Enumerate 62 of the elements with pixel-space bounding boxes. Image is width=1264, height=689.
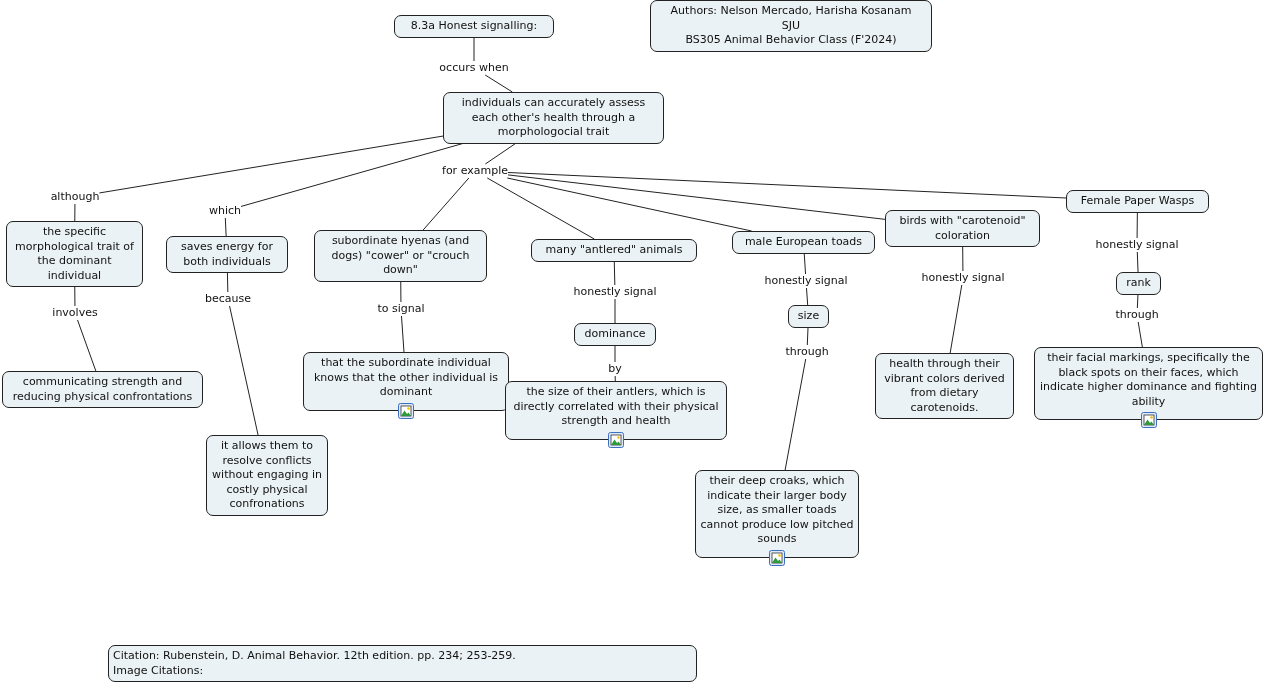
connector-line xyxy=(784,358,807,471)
connector-line xyxy=(484,74,513,93)
connector-line xyxy=(507,174,886,220)
connector-line xyxy=(240,143,464,207)
concept-box: male European toads xyxy=(732,231,875,254)
connector-line xyxy=(614,298,616,324)
connector-line xyxy=(98,135,444,194)
connector-line xyxy=(484,143,517,165)
connector-line xyxy=(422,177,470,231)
linking-phrase: honestly signal xyxy=(1095,238,1179,252)
concept-box: Female Paper Wasps xyxy=(1066,190,1209,213)
concept-box: dominance xyxy=(574,323,656,346)
citation-box: Citation: Rubenstein, D. Animal Behavior. 12th edition. pp. 234; 253-259. Image Citations: xyxy=(108,645,697,682)
concept-box: the specific morphological trait of the dominant individual xyxy=(6,221,143,287)
connector-line xyxy=(77,319,97,372)
linking-phrase: honestly signal xyxy=(921,271,1005,285)
linking-phrase: although xyxy=(50,190,100,204)
connector-line xyxy=(401,315,405,353)
connector-line xyxy=(613,261,616,286)
connector-line xyxy=(1137,321,1143,348)
linking-phrase: which xyxy=(209,204,241,218)
connector-line xyxy=(229,305,259,436)
linking-phrase: by xyxy=(608,362,622,376)
linking-phrase: occurs when xyxy=(439,61,509,75)
connector-line xyxy=(400,281,402,303)
connector-line xyxy=(1136,251,1139,273)
linking-phrase: involves xyxy=(52,306,98,320)
concept-box: communicating strength and reducing physical confrontations xyxy=(2,371,203,408)
concept-box: birds with "carotenoid" coloration xyxy=(885,210,1040,247)
concept-box: individuals can accurately assess each other's health through a morphologocial trait xyxy=(443,92,664,144)
linking-phrase: through xyxy=(1115,308,1159,322)
connector-line xyxy=(806,327,809,346)
linking-phrase: honestly signal xyxy=(573,285,657,299)
concept-box: rank xyxy=(1116,272,1161,295)
connector-line xyxy=(949,284,963,354)
connector-line xyxy=(614,345,616,363)
concept-box: 8.3a Honest signalling: xyxy=(394,15,554,38)
linking-phrase: through xyxy=(785,345,829,359)
linking-phrase: honestly signal xyxy=(764,274,848,288)
concept-box: health through their vibrant colors derived from dietary carotenoids. xyxy=(875,353,1014,419)
linking-phrase: to signal xyxy=(377,302,425,316)
concept-box: many "antlered" animals xyxy=(531,239,697,262)
connector-line xyxy=(224,217,227,237)
linking-phrase: because xyxy=(205,292,251,306)
connector-line xyxy=(74,286,76,307)
connector-line xyxy=(1136,212,1138,239)
linking-phrase: for example xyxy=(442,164,508,178)
concept-box: Authors: Nelson Mercado, Harisha Kosanam SJU BS305 Animal Behavior Class (F'2024) xyxy=(650,0,932,52)
connector-line xyxy=(806,287,809,306)
connector-line xyxy=(473,37,475,62)
connector-line xyxy=(614,375,616,382)
concept-box: it allows them to resolve conflicts without engaging in costly physical confronations xyxy=(206,435,328,516)
connector-line xyxy=(486,177,595,240)
connector-line xyxy=(962,246,964,272)
connector-line xyxy=(507,172,1067,199)
connector-line xyxy=(74,203,76,222)
concept-box: subordinate hyenas (and dogs) "cower" or "crouch down" xyxy=(314,230,487,282)
connector-line xyxy=(1136,294,1139,309)
connector-line xyxy=(803,253,807,275)
connector-line xyxy=(226,272,229,293)
concept-box: size xyxy=(788,305,829,328)
concept-box: saves energy for both individuals xyxy=(166,236,288,273)
